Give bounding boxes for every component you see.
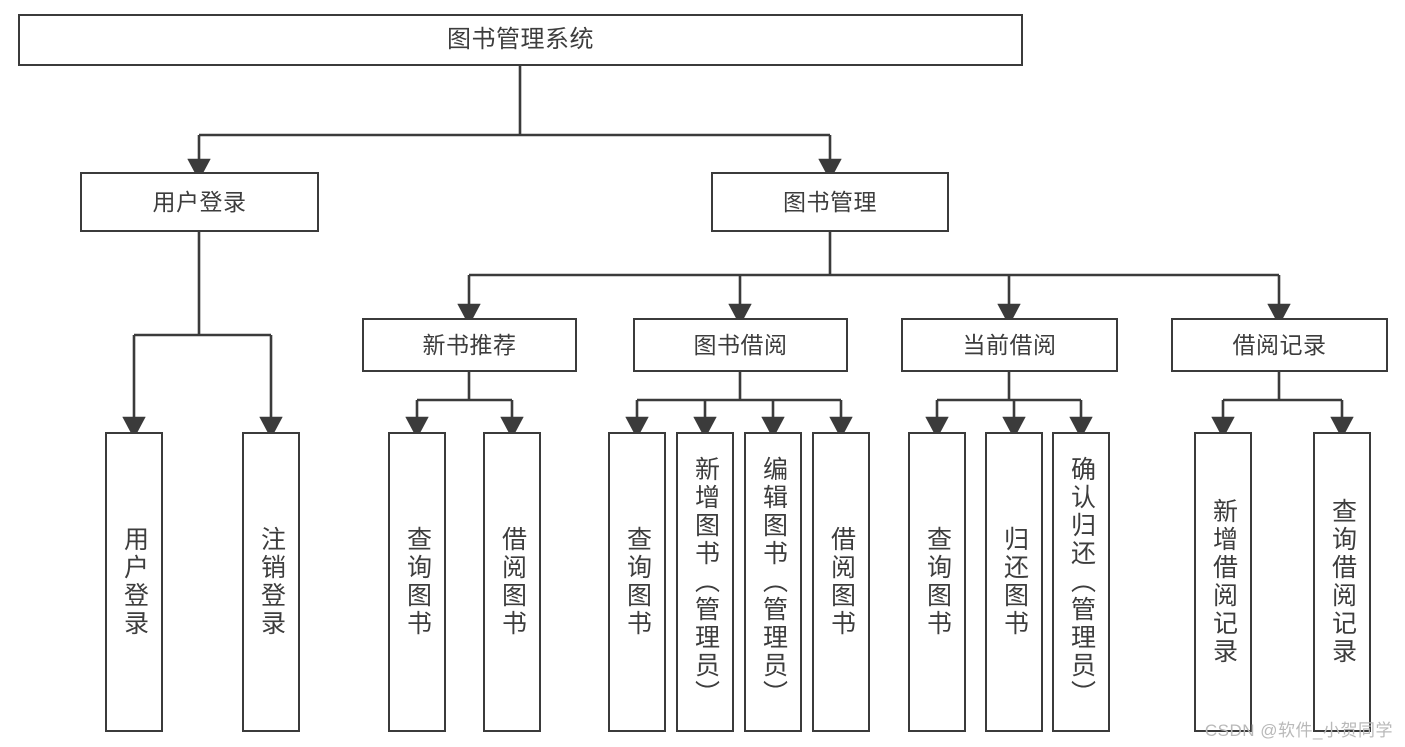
node-book-manage[interactable]: 图书管理 [711, 172, 949, 232]
leaf-confirm-return[interactable]: 确认归还（管理员） [1052, 432, 1110, 732]
leaf-logout-login[interactable]: 注销登录 [242, 432, 300, 732]
node-user-login[interactable]: 用户登录 [80, 172, 319, 232]
leaf-borrow-book-2-label: 借阅图书 [827, 526, 856, 638]
node-borrow-record[interactable]: 借阅记录 [1171, 318, 1388, 372]
node-new-book-rec-label: 新书推荐 [422, 331, 517, 358]
leaf-query-book-2[interactable]: 查询图书 [608, 432, 666, 732]
node-root[interactable]: 图书管理系统 [18, 14, 1023, 66]
leaf-query-book-2-label: 查询图书 [623, 526, 652, 638]
leaf-user-login-label: 用户登录 [120, 526, 149, 638]
leaf-add-record[interactable]: 新增借阅记录 [1194, 432, 1252, 732]
leaf-query-book-1[interactable]: 查询图书 [388, 432, 446, 732]
leaf-user-login[interactable]: 用户登录 [105, 432, 163, 732]
leaf-edit-book-label: 编辑图书（管理员） [759, 456, 788, 708]
leaf-query-record[interactable]: 查询借阅记录 [1313, 432, 1371, 732]
leaf-return-book[interactable]: 归还图书 [985, 432, 1043, 732]
leaf-confirm-return-label: 确认归还（管理员） [1067, 456, 1096, 708]
leaf-borrow-book-2[interactable]: 借阅图书 [812, 432, 870, 732]
leaf-return-book-label: 归还图书 [1000, 526, 1029, 638]
leaf-add-record-label: 新增借阅记录 [1209, 498, 1238, 666]
csdn-watermark: CSDN @软件_小贺同学 [1204, 721, 1393, 740]
leaf-logout-login-label: 注销登录 [257, 526, 286, 638]
node-borrow-record-label: 借阅记录 [1232, 331, 1327, 358]
node-book-borrow-label: 图书借阅 [693, 331, 788, 358]
node-root-label: 图书管理系统 [447, 26, 594, 54]
leaf-query-record-label: 查询借阅记录 [1328, 498, 1357, 666]
leaf-add-book[interactable]: 新增图书（管理员） [676, 432, 734, 732]
leaf-borrow-book-1-label: 借阅图书 [498, 526, 527, 638]
leaf-query-book-3-label: 查询图书 [923, 526, 952, 638]
leaf-add-book-label: 新增图书（管理员） [691, 456, 720, 708]
node-current-borrow[interactable]: 当前借阅 [901, 318, 1118, 372]
node-book-borrow[interactable]: 图书借阅 [633, 318, 848, 372]
node-user-login-label: 用户登录 [152, 188, 247, 215]
node-book-manage-label: 图书管理 [783, 188, 877, 215]
leaf-edit-book[interactable]: 编辑图书（管理员） [744, 432, 802, 732]
node-new-book-rec[interactable]: 新书推荐 [362, 318, 577, 372]
node-current-borrow-label: 当前借阅 [962, 331, 1057, 358]
leaf-query-book-1-label: 查询图书 [403, 526, 432, 638]
leaf-query-book-3[interactable]: 查询图书 [908, 432, 966, 732]
leaf-borrow-book-1[interactable]: 借阅图书 [483, 432, 541, 732]
